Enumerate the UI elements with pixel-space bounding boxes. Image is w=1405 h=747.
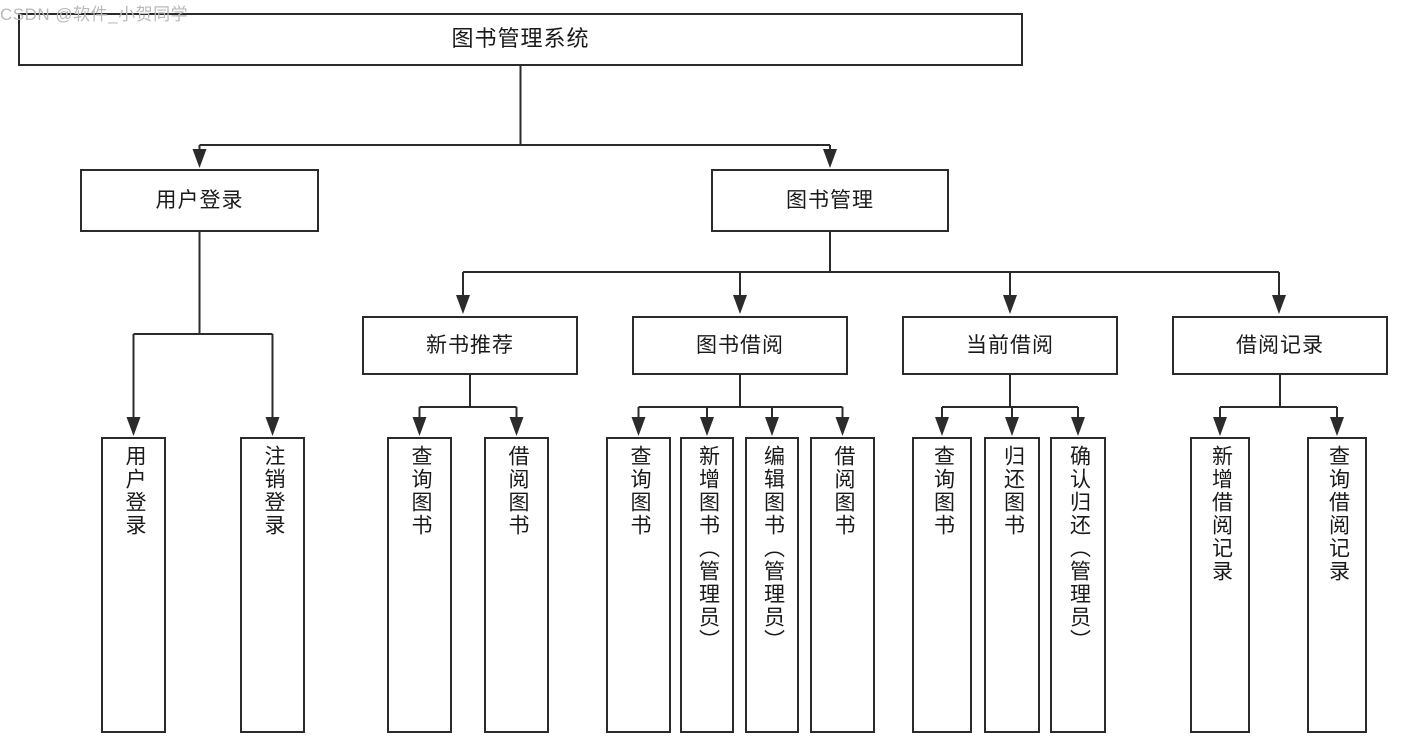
arrowhead-newbook-to-leaves-1: [509, 417, 524, 436]
node-label-leaf-user-login: 用户登录: [122, 445, 146, 537]
node-root[interactable]: 图书管理系统: [18, 13, 1023, 66]
node-book-manage[interactable]: 图书管理: [711, 169, 949, 232]
node-label-leaf-confirm-return: 确认归还（管理员）: [1067, 445, 1091, 652]
node-label-leaf-edit-book: 编辑图书（管理员）: [761, 445, 785, 652]
node-label-new-book-rec: 新书推荐: [426, 333, 514, 357]
node-label-leaf-add-book: 新增图书（管理员）: [696, 445, 720, 652]
node-new-book-rec[interactable]: 新书推荐: [362, 316, 578, 375]
node-user-login[interactable]: 用户登录: [80, 169, 319, 232]
node-label-leaf-borrow-book-2: 借阅图书: [831, 445, 855, 537]
node-label-leaf-return-book: 归还图书: [1001, 445, 1025, 537]
arrowhead-currentborrow-to-leaves-0: [935, 417, 949, 436]
node-current-borrow[interactable]: 当前借阅: [902, 316, 1118, 375]
node-label-leaf-add-record: 新增借阅记录: [1209, 445, 1233, 583]
node-book-borrow[interactable]: 图书借阅: [632, 316, 848, 375]
node-leaf-edit-book[interactable]: 编辑图书（管理员）: [745, 437, 799, 733]
arrowhead-borrowrecord-to-leaves-1: [1330, 417, 1344, 436]
node-label-root: 图书管理系统: [451, 26, 590, 52]
node-leaf-user-login[interactable]: 用户登录: [101, 437, 166, 733]
node-label-user-login: 用户登录: [155, 188, 244, 212]
arrowhead-bookborrow-to-leaves-3: [835, 417, 850, 436]
node-leaf-return-book[interactable]: 归还图书: [984, 437, 1040, 733]
node-leaf-query-book-2[interactable]: 查询图书: [606, 437, 671, 733]
arrowhead-bookborrow-to-leaves-1: [700, 417, 714, 436]
arrowhead-root-to-level1-1: [823, 149, 837, 168]
node-label-leaf-query-record: 查询借阅记录: [1326, 445, 1350, 583]
node-label-current-borrow: 当前借阅: [966, 333, 1054, 357]
node-leaf-query-book-3[interactable]: 查询图书: [912, 437, 972, 733]
node-leaf-add-book[interactable]: 新增图书（管理员）: [680, 437, 734, 733]
connector-group: [126, 66, 1344, 436]
arrowhead-bookmanage-to-level2-2: [1003, 295, 1017, 314]
node-label-book-manage: 图书管理: [786, 188, 874, 212]
node-label-leaf-query-book-2: 查询图书: [627, 445, 651, 537]
arrowhead-borrowrecord-to-leaves-0: [1213, 417, 1227, 436]
node-leaf-user-logout[interactable]: 注销登录: [240, 437, 305, 733]
node-borrow-record[interactable]: 借阅记录: [1172, 316, 1388, 375]
arrowhead-currentborrow-to-leaves-1: [1005, 417, 1019, 436]
node-label-leaf-borrow-book-1: 借阅图书: [505, 445, 529, 537]
arrowhead-root-to-level1-0: [192, 149, 207, 168]
node-label-leaf-query-book-1: 查询图书: [408, 445, 432, 537]
node-leaf-borrow-book-1[interactable]: 借阅图书: [484, 437, 549, 733]
arrowhead-userlogin-to-leaves-1: [265, 417, 280, 436]
arrowhead-bookborrow-to-leaves-0: [631, 417, 646, 436]
node-leaf-add-record[interactable]: 新增借阅记录: [1190, 437, 1250, 733]
arrowhead-bookborrow-to-leaves-2: [765, 417, 779, 436]
node-leaf-query-record[interactable]: 查询借阅记录: [1307, 437, 1367, 733]
arrowhead-userlogin-to-leaves-0: [126, 417, 141, 436]
node-leaf-borrow-book-2[interactable]: 借阅图书: [810, 437, 875, 733]
arrowhead-bookmanage-to-level2-0: [456, 295, 470, 314]
arrowhead-newbook-to-leaves-0: [412, 417, 427, 436]
node-label-leaf-user-logout: 注销登录: [261, 445, 285, 537]
arrowhead-bookmanage-to-level2-3: [1272, 295, 1286, 314]
node-label-book-borrow: 图书借阅: [696, 333, 784, 357]
node-leaf-query-book-1[interactable]: 查询图书: [387, 437, 452, 733]
node-label-leaf-query-book-3: 查询图书: [931, 445, 955, 537]
node-leaf-confirm-return[interactable]: 确认归还（管理员）: [1050, 437, 1106, 733]
arrowhead-bookmanage-to-level2-1: [733, 295, 747, 314]
node-label-borrow-record: 借阅记录: [1236, 333, 1324, 357]
arrowhead-currentborrow-to-leaves-2: [1071, 417, 1085, 436]
